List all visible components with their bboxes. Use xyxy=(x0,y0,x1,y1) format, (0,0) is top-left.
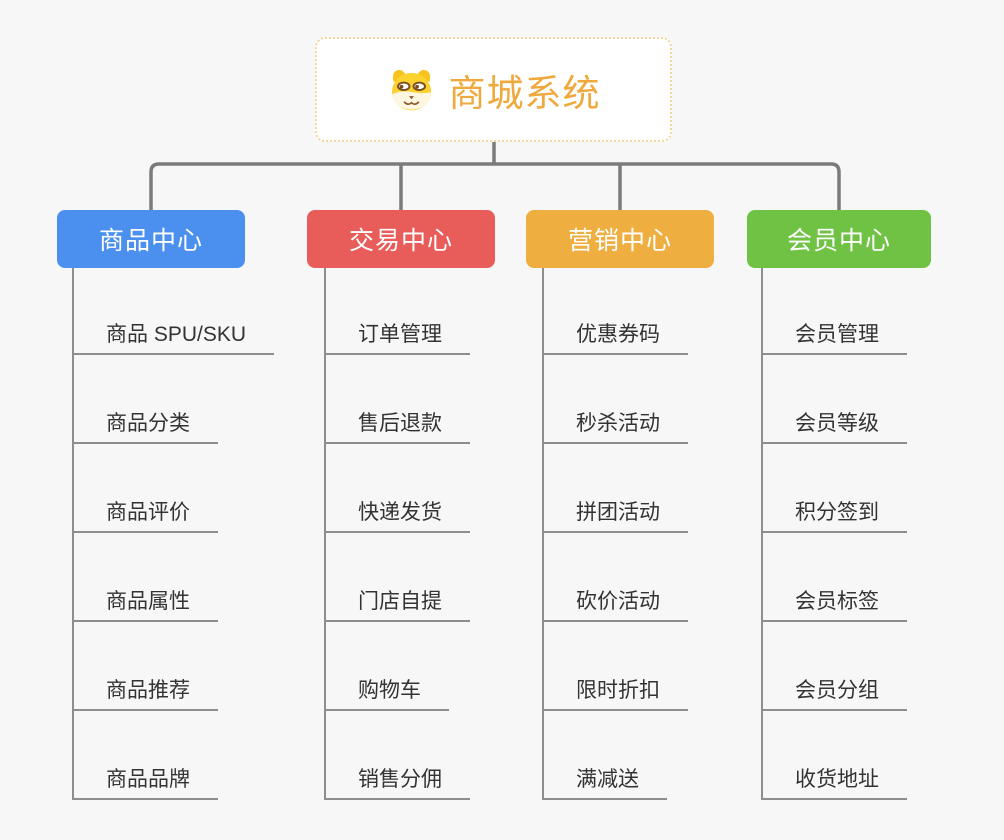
branch-trunk-line xyxy=(542,268,544,800)
branch-trunk-line xyxy=(72,268,74,800)
child-topic[interactable]: 商品分类 xyxy=(73,404,218,444)
branch-trunk-line xyxy=(324,268,326,800)
child-topic[interactable]: 满减送 xyxy=(543,760,667,800)
child-topic[interactable]: 会员管理 xyxy=(762,315,907,355)
shiba-dog-face-icon xyxy=(391,69,431,110)
branch-topic-marketing[interactable]: 营销中心 xyxy=(526,210,714,268)
child-topic[interactable]: 秒杀活动 xyxy=(543,404,688,444)
child-topic[interactable]: 砍价活动 xyxy=(543,582,688,622)
child-topic[interactable]: 销售分佣 xyxy=(325,760,470,800)
child-topic[interactable]: 会员标签 xyxy=(762,582,907,622)
child-topic[interactable]: 商品推荐 xyxy=(73,671,218,711)
child-topic[interactable]: 商品属性 xyxy=(73,582,218,622)
child-topic[interactable]: 商品品牌 xyxy=(73,760,218,800)
child-topic[interactable]: 收货地址 xyxy=(762,760,907,800)
root-topic[interactable]: 商城系统 xyxy=(315,37,672,142)
child-topic[interactable]: 拼团活动 xyxy=(543,493,688,533)
child-topic[interactable]: 商品评价 xyxy=(73,493,218,533)
child-topic[interactable]: 积分签到 xyxy=(762,493,907,533)
child-topic[interactable]: 优惠券码 xyxy=(543,315,688,355)
branch-topic-product[interactable]: 商品中心 xyxy=(57,210,245,268)
branch-topic-member[interactable]: 会员中心 xyxy=(747,210,931,268)
child-topic[interactable]: 会员等级 xyxy=(762,404,907,444)
child-topic[interactable]: 购物车 xyxy=(325,671,449,711)
child-topic[interactable]: 商品 SPU/SKU xyxy=(73,315,275,355)
branch-trunk-line xyxy=(761,268,763,800)
child-topic[interactable]: 会员分组 xyxy=(762,671,907,711)
branch-topic-trade[interactable]: 交易中心 xyxy=(307,210,495,268)
child-topic[interactable]: 订单管理 xyxy=(325,315,470,355)
child-topic[interactable]: 限时折扣 xyxy=(543,671,688,711)
child-topic[interactable]: 快递发货 xyxy=(325,493,470,533)
child-topic[interactable]: 售后退款 xyxy=(325,404,470,444)
child-topic[interactable]: 门店自提 xyxy=(325,582,470,622)
root-topic-title: 商城系统 xyxy=(448,72,601,114)
